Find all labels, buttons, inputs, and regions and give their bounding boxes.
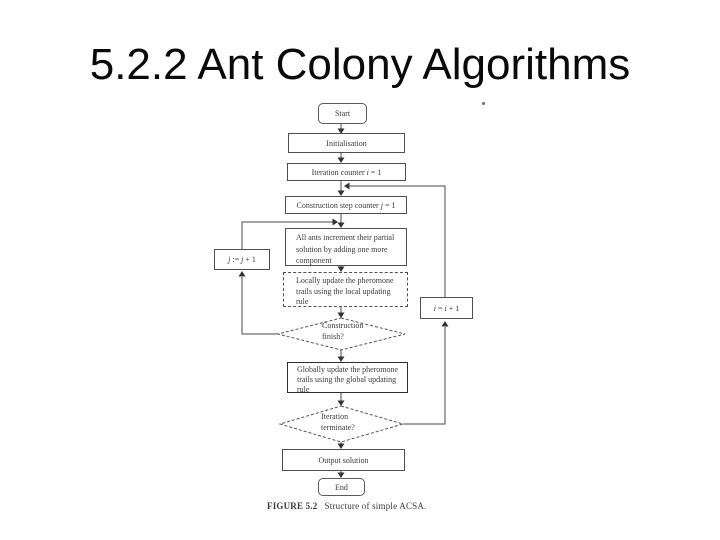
- node-start: Start: [318, 103, 367, 124]
- node-all-ants-line2: solution by adding one more: [296, 244, 388, 254]
- arrow-right-icon: [332, 218, 338, 226]
- stray-dot: [482, 102, 485, 105]
- node-all-ants-increment: All ants increment their partial solutio…: [285, 228, 407, 266]
- decision-diamonds: [277, 317, 406, 443]
- figure-caption-text: Structure of simple ACSA.: [324, 501, 427, 511]
- node-global-update: Globally update the pheromone trails usi…: [287, 362, 408, 394]
- arrow-up-icon: [441, 321, 449, 327]
- node-i-increment: i = i + 1: [420, 297, 473, 319]
- arrow-down-icon: [337, 222, 345, 228]
- decision-construction-finish-label: Construction finish?: [322, 321, 364, 341]
- node-global-update-line1: Globally update the pheromone: [297, 365, 399, 374]
- node-iteration-counter: Iteration counter i = 1: [287, 163, 406, 181]
- node-construction-step-counter-label: Construction step counter j = 1: [296, 200, 396, 210]
- node-local-update-line1: Locally update the pheromone: [296, 276, 394, 285]
- arrow-down-icon: [337, 190, 345, 196]
- node-all-ants-line3: component: [296, 256, 332, 265]
- figure-caption-label: FIGURE 5.2: [267, 501, 318, 511]
- arrow-down-icon: [337, 312, 345, 318]
- node-local-update-line2: trails using the local updating: [296, 286, 391, 296]
- arrowheads: [238, 128, 449, 478]
- node-global-update-line2: trails using the global updating: [297, 374, 397, 384]
- arrow-down-icon: [337, 472, 345, 478]
- node-local-update: Locally update the pheromone trails usin…: [283, 272, 408, 307]
- arrow-down-icon: [337, 128, 345, 134]
- node-j-increment-label: j := j + 1: [228, 255, 256, 264]
- arrow-down-icon: [337, 266, 345, 272]
- node-end-label: End: [335, 482, 348, 492]
- arrow-down-icon: [337, 157, 345, 163]
- node-output-solution: Output solution: [282, 449, 405, 471]
- node-global-update-line3: rule: [297, 384, 310, 394]
- slide-title: 5.2.2 Ant Colony Algorithms: [89, 40, 631, 89]
- node-end: End: [318, 478, 365, 496]
- node-i-increment-label: i = i + 1: [433, 303, 460, 313]
- arrow-down-icon: [337, 443, 345, 449]
- node-j-increment: j := j + 1: [214, 249, 270, 270]
- node-start-label: Start: [334, 109, 351, 118]
- node-construction-step-counter: Construction step counter j = 1: [285, 196, 407, 214]
- node-all-ants-line1: All ants increment their partial: [296, 233, 395, 242]
- arrow-left-icon: [344, 182, 350, 190]
- node-local-update-line3: rule: [296, 297, 309, 306]
- arrow-down-icon: [337, 356, 345, 362]
- arrow-down-icon: [337, 400, 345, 406]
- node-iteration-counter-label: Iteration counter i = 1: [311, 167, 382, 177]
- node-initialisation: Initialisation: [288, 133, 405, 153]
- figure-caption: FIGURE 5.2 Structure of simple ACSA.: [267, 501, 427, 511]
- decision-iteration-terminate-label: Iteration terminate?: [321, 412, 355, 432]
- node-output-solution-label: Output solution: [318, 455, 369, 465]
- arrow-up-icon: [238, 271, 246, 277]
- construction-finish-diamond: [277, 317, 406, 351]
- node-initialisation-label: Initialisation: [326, 138, 367, 148]
